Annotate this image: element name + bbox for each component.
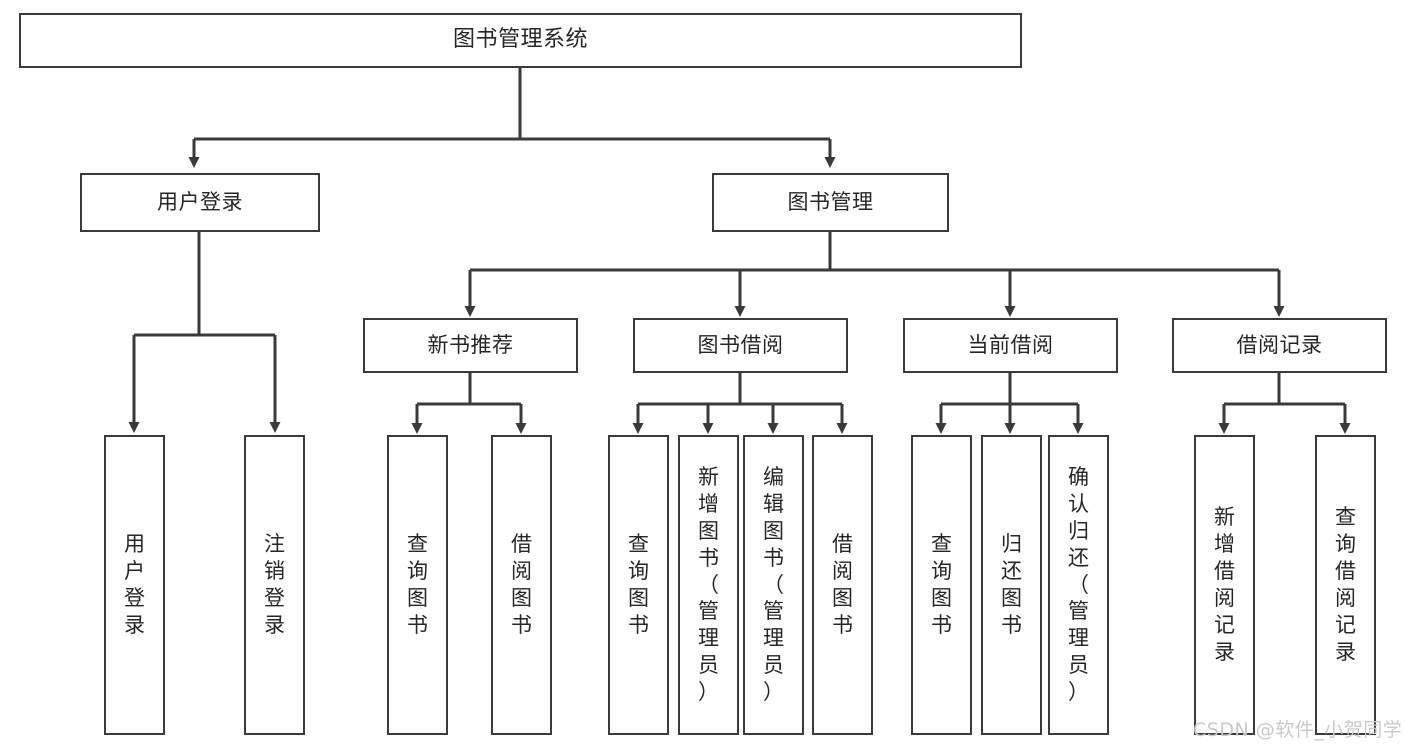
node-label: 查 询 借 阅 记 录 [1335, 505, 1356, 664]
node-label: 新书推荐 [427, 332, 514, 357]
node-label: 编 辑 图 书 （ 管 理 员 ） [763, 465, 784, 705]
csdn-watermark: CSDN @软件_小贺同学 [1193, 719, 1403, 741]
node-label: 归 还 图 书 [1001, 532, 1022, 637]
node-user-login[interactable]: 用户登录 [80, 173, 320, 232]
node-label: 新 增 借 阅 记 录 [1214, 505, 1235, 664]
node-label: 借 阅 图 书 [511, 532, 532, 637]
node-root-book-management-system[interactable]: 图书管理系统 [19, 13, 1022, 68]
node-label: 借阅记录 [1236, 332, 1323, 357]
leaf-logout-login[interactable]: 注 销 登 录 [244, 435, 305, 735]
node-book-borrow[interactable]: 图书借阅 [633, 318, 848, 373]
leaf-confirm-return-admin[interactable]: 确 认 归 还 （ 管 理 员 ） [1048, 435, 1109, 735]
leaf-borrow-book-recommend[interactable]: 借 阅 图 书 [491, 435, 552, 735]
node-borrow-record[interactable]: 借阅记录 [1172, 318, 1387, 373]
node-label: 当前借阅 [967, 332, 1054, 357]
leaf-user-login[interactable]: 用 户 登 录 [104, 435, 165, 735]
node-label: 确 认 归 还 （ 管 理 员 ） [1068, 465, 1089, 705]
leaf-query-borrow-record[interactable]: 查 询 借 阅 记 录 [1315, 435, 1376, 735]
leaf-query-book-borrow[interactable]: 查 询 图 书 [608, 435, 669, 735]
node-label: 查 询 图 书 [931, 532, 952, 637]
node-current-borrow[interactable]: 当前借阅 [903, 318, 1118, 373]
node-label: 用 户 登 录 [124, 532, 145, 637]
leaf-add-book-admin[interactable]: 新 增 图 书 （ 管 理 员 ） [678, 435, 739, 735]
node-label: 查 询 图 书 [628, 532, 649, 637]
node-new-book-recommend[interactable]: 新书推荐 [363, 318, 578, 373]
leaf-add-borrow-record[interactable]: 新 增 借 阅 记 录 [1194, 435, 1255, 735]
node-label: 借 阅 图 书 [832, 532, 853, 637]
leaf-query-book-current[interactable]: 查 询 图 书 [911, 435, 972, 735]
node-label: 图书管理 [787, 189, 874, 214]
leaf-query-book-recommend[interactable]: 查 询 图 书 [387, 435, 448, 735]
node-book-management[interactable]: 图书管理 [712, 173, 949, 232]
node-label: 查 询 图 书 [407, 532, 428, 637]
node-label: 新 增 图 书 （ 管 理 员 ） [698, 465, 719, 705]
leaf-return-book[interactable]: 归 还 图 书 [981, 435, 1042, 735]
node-label: 图书借阅 [697, 332, 784, 357]
node-label: 图书管理系统 [452, 27, 588, 53]
node-label: 注 销 登 录 [264, 532, 285, 637]
leaf-borrow-book[interactable]: 借 阅 图 书 [812, 435, 873, 735]
leaf-edit-book-admin[interactable]: 编 辑 图 书 （ 管 理 员 ） [743, 435, 804, 735]
node-label: 用户登录 [157, 189, 243, 214]
